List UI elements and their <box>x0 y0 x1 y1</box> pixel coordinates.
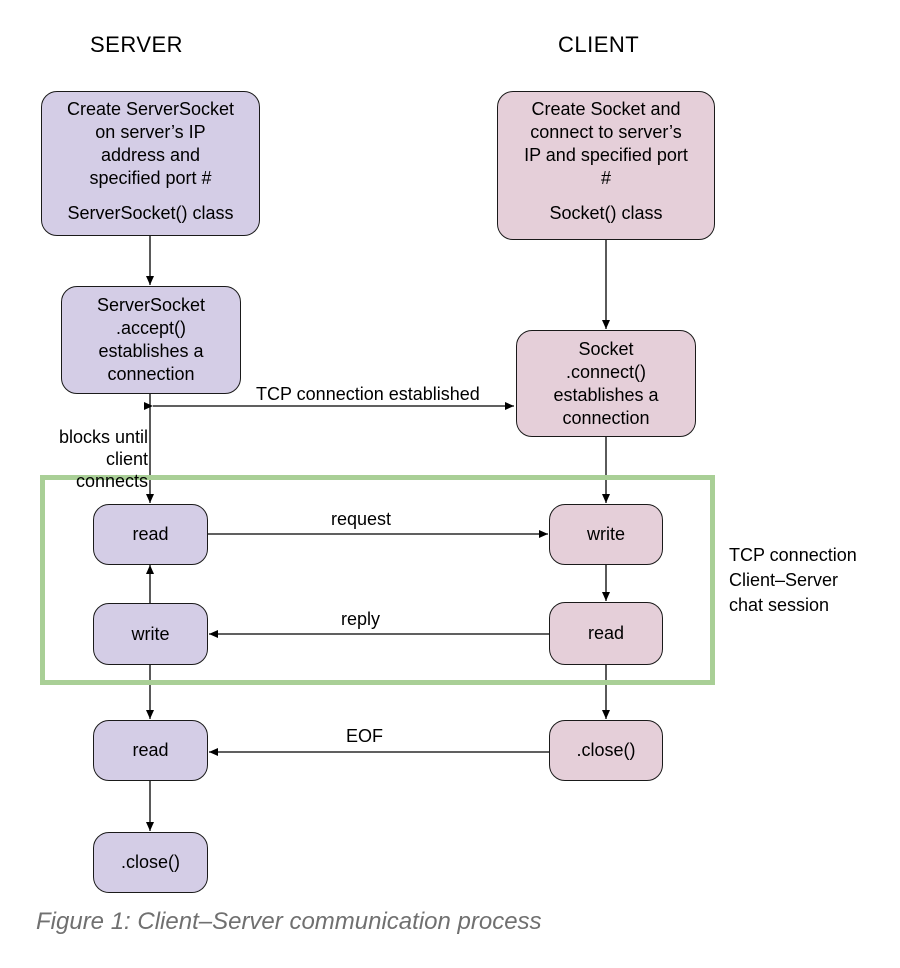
client-close-text: .close() <box>576 740 636 760</box>
chat-session-frame <box>40 475 715 685</box>
client-read-box: read <box>549 602 663 665</box>
socket-class-label: Socket() class <box>549 203 663 223</box>
server-write-box: write <box>93 603 208 665</box>
eof-label: EOF <box>346 726 384 746</box>
tcp-established-label: TCP connection established <box>256 384 480 404</box>
create-serversocket-box: Create ServerSocket on server’s IP addre… <box>41 91 260 236</box>
blocks-until-label: blocks until client connects <box>58 427 148 491</box>
create-socket-text: Create Socket and connect to server’s IP… <box>524 99 688 188</box>
server-close-box: .close() <box>93 832 208 893</box>
server-column-title: SERVER <box>90 32 184 57</box>
server-read-text: read <box>132 524 169 544</box>
client-write-box: write <box>549 504 663 565</box>
figure-caption: Figure 1: Client–Server communication pr… <box>36 908 542 935</box>
server-write-text: write <box>131 623 170 644</box>
connect-text: Socket .connect() establishes a connecti… <box>553 338 659 428</box>
client-close-box: .close() <box>549 720 663 781</box>
server-close-text: .close() <box>120 852 180 872</box>
connect-box: Socket .connect() establishes a connecti… <box>516 330 696 437</box>
create-serversocket-text: Create ServerSocket on server’s IP addre… <box>66 99 235 188</box>
server-read-eof-box: read <box>93 720 208 781</box>
accept-box: ServerSocket .accept() establishes a con… <box>61 286 241 394</box>
accept-text: ServerSocket .accept() establishes a con… <box>96 295 206 384</box>
reply-label: reply <box>341 609 381 629</box>
session-label: TCP connection Client–Server chat sessio… <box>729 545 857 615</box>
client-column-title: CLIENT <box>558 32 640 57</box>
server-read-eof-text: read <box>132 740 169 760</box>
server-read-box: read <box>93 504 208 565</box>
client-read-text: read <box>587 623 625 643</box>
create-socket-box: Create Socket and connect to server’s IP… <box>497 91 715 240</box>
serversocket-class-label: ServerSocket() class <box>67 203 234 223</box>
client-write-text: write <box>586 524 625 544</box>
request-label: request <box>331 509 392 529</box>
